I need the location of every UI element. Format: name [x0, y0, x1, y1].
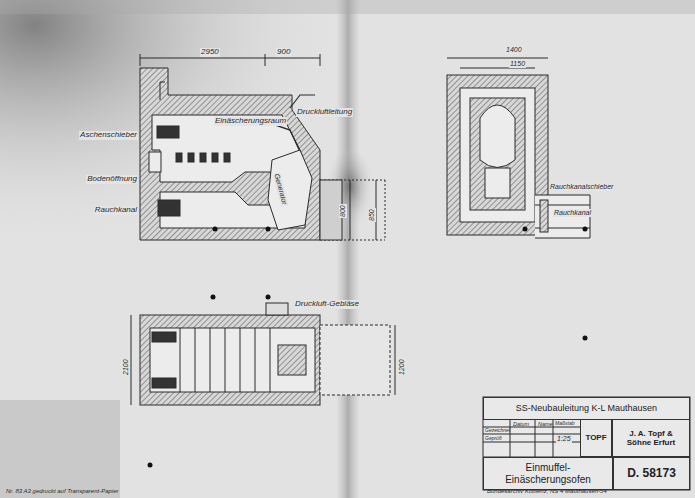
drawing-label: Name — [537, 421, 554, 427]
cell-text: TOPF — [585, 433, 606, 442]
cell-text: D. 58173 — [627, 467, 676, 481]
title-block-cell: Einmuffel-Einäscherungsofen — [483, 457, 613, 490]
drawing-label: Rauchkanal — [94, 206, 138, 215]
cell-text: J. A. Topf & Söhne Erfurt — [616, 429, 686, 447]
title-block-cell: TOPF — [580, 419, 612, 457]
drawing-label: Druckluft-Gebläse — [294, 300, 360, 309]
drawing-label: 1200 — [398, 358, 406, 376]
drawing-label: 800 — [339, 204, 347, 218]
drawing-label: Druckluftleitung — [296, 108, 353, 117]
drawing-label: 1150 — [509, 60, 526, 68]
drawing-label: Bodenöffnung — [86, 175, 138, 184]
drawing-label: 1400 — [505, 46, 523, 54]
drawing-label: Aschenschieber — [79, 131, 138, 140]
drawing-label: Einäscherungsraum — [214, 117, 287, 126]
drawing-label: Nr. 83 A3 gedruckt auf Transparent-Papie… — [5, 488, 120, 495]
title-block-cell: SS-Neubauleitung K-L Mauthausen — [483, 397, 690, 420]
drawing-label: Rauchkanalschieber — [549, 183, 614, 191]
drawing-label: 2950 — [200, 48, 220, 57]
cell-text: Einmuffel-Einäscherungsofen — [487, 462, 609, 485]
drawing-label: Maßstab — [554, 421, 575, 427]
drawing-label: Gezeichnet — [484, 428, 511, 434]
title-block-cell: J. A. Topf & Söhne Erfurt — [612, 419, 690, 457]
drawing-label: 1:25 — [556, 435, 572, 443]
drawing-label: Datum — [512, 421, 530, 427]
drawing-label: Rauchkanal — [553, 209, 592, 217]
title-block-cell: D. 58173 — [613, 457, 690, 490]
drawing-label: 900 — [276, 48, 291, 57]
drawing-label: 2100 — [122, 358, 130, 376]
drawing-label: 850 — [368, 208, 376, 222]
cell-text: SS-Neubauleitung K-L Mauthausen — [516, 403, 657, 413]
drawing-label: Geprüft — [484, 436, 503, 442]
